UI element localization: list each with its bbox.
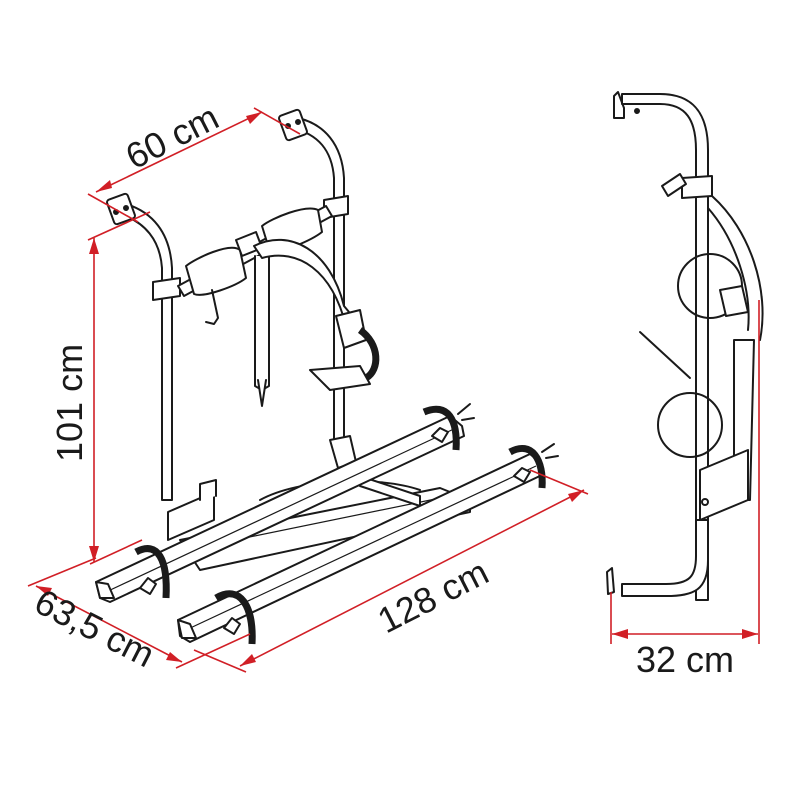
side-curved-arm xyxy=(711,195,764,341)
rail-back-front-strap xyxy=(134,545,170,599)
side-view xyxy=(606,91,764,601)
arm-foot-plate xyxy=(309,365,371,391)
side-top-mount xyxy=(613,91,625,119)
dimension-63-5cm-label: 63,5 cm xyxy=(28,581,161,676)
side-lower-wheel-strap xyxy=(657,392,723,458)
dimension-101cm: 101 cm xyxy=(49,211,151,565)
arm-strap xyxy=(357,327,380,382)
rail-front-rear-strap xyxy=(508,444,546,489)
left-upright-tube xyxy=(106,192,173,501)
rail-back-front-buckle xyxy=(139,577,157,595)
hanging-strap xyxy=(254,255,270,391)
dimension-32cm: 32 cm xyxy=(610,300,760,680)
left-lower-bracket xyxy=(167,491,215,541)
dimension-101cm-label: 101 cm xyxy=(49,344,90,462)
rail-back-rear-buckle xyxy=(431,427,449,443)
left-clamp xyxy=(152,277,181,301)
dimension-128cm-label: 128 cm xyxy=(371,551,495,641)
rail-front-front-buckle xyxy=(223,617,241,635)
left-frame-holder-pad xyxy=(185,247,247,296)
rail-back-rear-strap xyxy=(422,405,460,451)
right-top-mount-bracket xyxy=(278,108,308,142)
rail-front-front-strap xyxy=(214,590,256,645)
dimension-32cm-label: 32 cm xyxy=(636,639,734,680)
side-lower-bracket xyxy=(699,449,749,521)
side-clamp-knob xyxy=(661,173,687,197)
side-bottom-mount xyxy=(606,567,615,595)
rail-front-rear-buckle xyxy=(513,467,531,483)
side-bottom-tube xyxy=(621,519,709,597)
side-upper-holder xyxy=(719,285,749,317)
side-strap-wire xyxy=(639,331,691,379)
perspective-view xyxy=(95,108,559,645)
wheel-rail-back xyxy=(95,403,475,603)
side-clamp xyxy=(681,175,713,199)
dimension-60cm-label: 60 cm xyxy=(119,96,225,177)
wheel-rail-front xyxy=(177,443,559,645)
curved-holding-arm xyxy=(253,238,380,391)
left-holder-strap xyxy=(205,289,219,325)
